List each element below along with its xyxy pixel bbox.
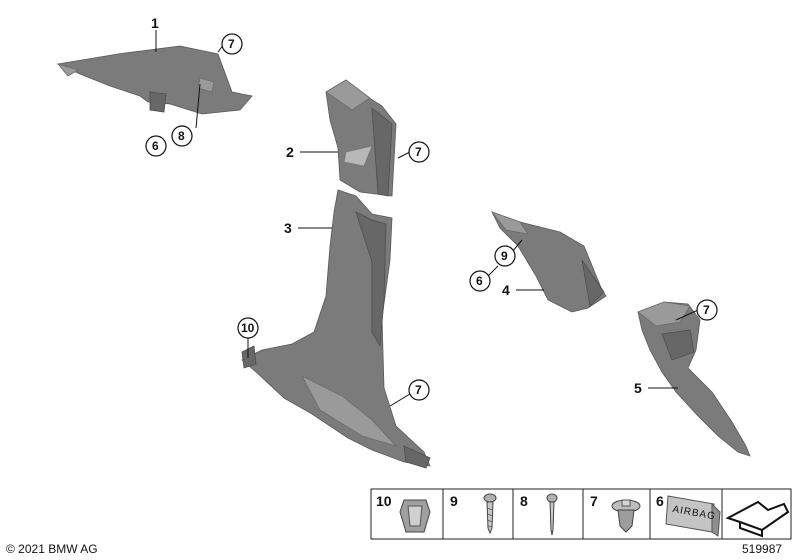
callout-9: 9 — [501, 249, 508, 263]
screw-icon — [483, 493, 497, 535]
fastener-legend: 10 9 8 7 6 AIRBAG — [370, 488, 792, 540]
callout-10: 10 — [241, 321, 255, 335]
airbag-badge-icon: AIRBAG — [665, 495, 721, 537]
legend-cell-6-label: 6 — [656, 493, 664, 509]
part-2-b-pillar-upper-trim — [325, 79, 397, 197]
part-4-c-pillar-trim — [490, 211, 607, 313]
callout-7: 7 — [703, 303, 710, 317]
part-number-2: 2 — [286, 144, 294, 160]
expanding-clip-icon — [611, 499, 641, 533]
callout-8: 8 — [178, 129, 185, 143]
callout-6: 6 — [476, 274, 483, 288]
legend-cell-8-label: 8 — [520, 493, 528, 509]
callout-7: 7 — [228, 37, 235, 51]
diagram-number: 519987 — [742, 542, 782, 556]
part-number-3: 3 — [284, 220, 292, 236]
copyright-text: © 2021 BMW AG — [6, 542, 98, 556]
legend-cell-7-label: 7 — [590, 493, 598, 509]
part-number-5: 5 — [634, 380, 642, 396]
legend-cell-9-label: 9 — [450, 493, 458, 509]
part-5-rear-pillar-trim — [637, 301, 751, 457]
clip-icon — [399, 499, 431, 533]
legend-cell-10-label: 10 — [376, 493, 392, 509]
trim-outline-icon — [725, 500, 790, 538]
part-number-4: 4 — [502, 282, 510, 298]
callout-7: 7 — [415, 145, 422, 159]
part-3-b-pillar-lower-trim — [241, 189, 431, 469]
callout-7: 7 — [415, 383, 422, 397]
screw-icon — [546, 493, 558, 536]
callout-6: 6 — [152, 139, 159, 153]
part-1-a-pillar-trim — [56, 45, 253, 115]
part-number-1: 1 — [151, 15, 159, 31]
